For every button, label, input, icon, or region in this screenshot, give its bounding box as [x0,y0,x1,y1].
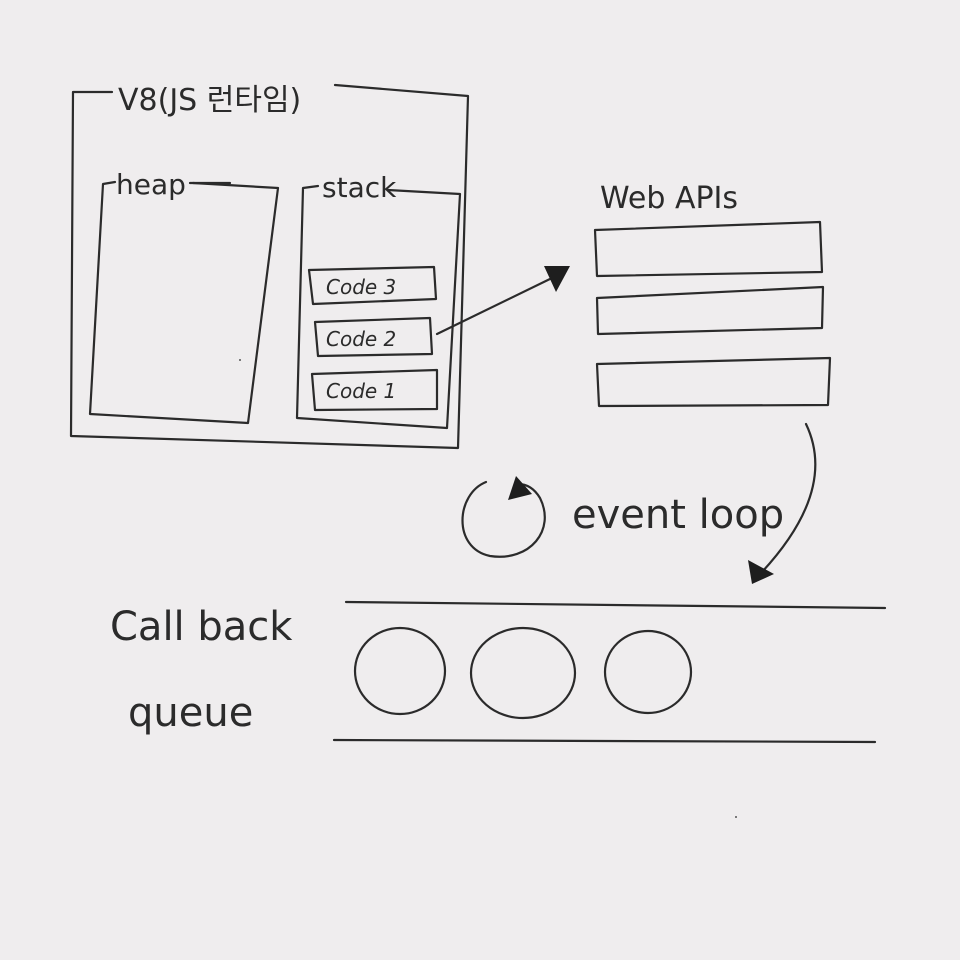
queue-item [353,626,447,716]
web-api-slot [595,356,832,408]
queue-bottom-rail [332,738,877,744]
queue-item [603,629,693,715]
stack-frame-label: Code 2 [326,327,396,351]
pencil-speck [735,816,737,818]
stack-frame: Code 3 [307,265,438,306]
event-loop-cycle-icon [461,480,546,558]
webapi-to-queue-arrow [748,422,817,584]
queue-top-rail [344,600,887,610]
pencil-speck [239,359,241,361]
web-apis-label: Web APIs [600,181,738,216]
heap-region: heap [88,168,280,425]
queue-item [469,626,577,720]
heap-border [88,180,280,425]
stack-frame: Code 1 [310,368,439,412]
v8-runtime-title: V8(JS 런타임) [118,83,301,118]
stack-frame-label: Code 3 [326,275,396,299]
web-api-slot [595,285,825,336]
stack-frame-label: Code 1 [326,379,396,403]
web-api-slot [593,220,824,278]
event-loop: event loop [461,476,784,558]
heap-label: heap [116,168,186,201]
stack-label: stack [322,171,397,204]
web-apis-region: Web APIs [593,181,832,408]
stack-border [295,184,462,430]
stack-to-webapi-arrow [435,266,570,336]
event-loop-arrowhead [508,476,532,500]
stack-region: stack Code 3 Code 2 Code 1 [295,171,462,430]
v8-runtime-border [69,83,470,450]
v8-runtime-container: V8(JS 런타임) [69,83,470,450]
stack-frame: Code 2 [313,316,434,358]
callback-queue: Call back queue [110,600,887,744]
callback-queue-label-line1: Call back [110,604,293,650]
event-loop-label: event loop [572,492,784,538]
callback-queue-label-line2: queue [128,690,253,736]
